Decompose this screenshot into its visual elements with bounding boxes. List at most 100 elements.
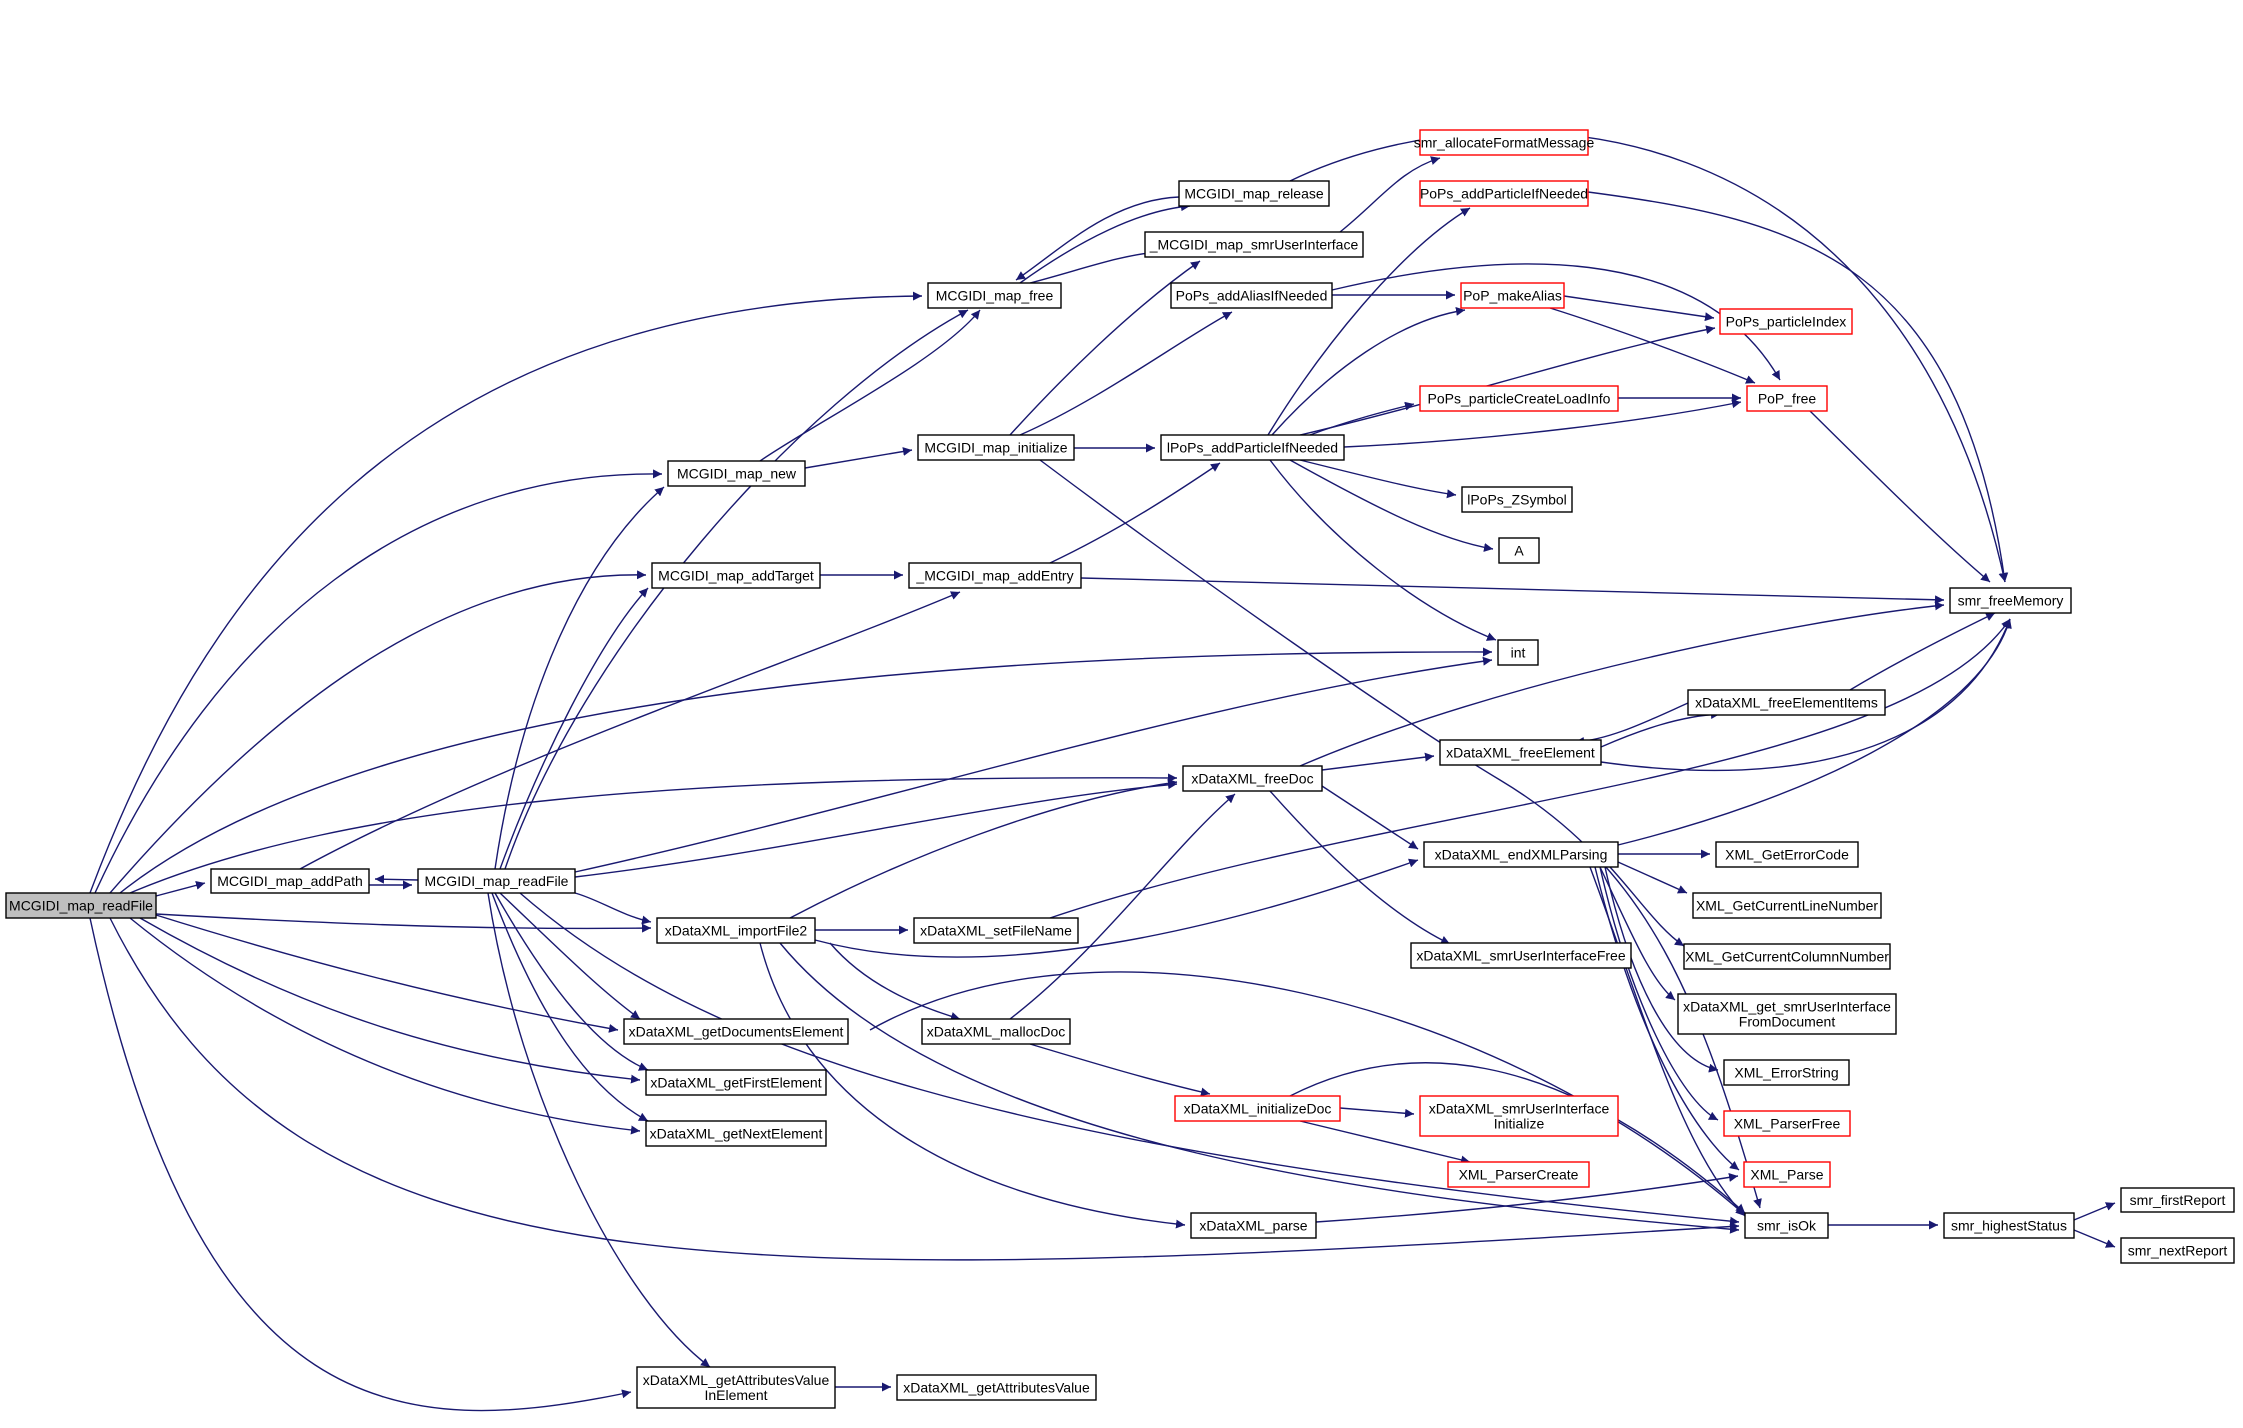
- node-label: A: [1514, 543, 1524, 559]
- node-box: [1723, 1059, 1850, 1086]
- function-node-xparse[interactable]: xDataXML_parse: [1190, 1212, 1317, 1239]
- node-label: MCGIDI_map_readFile: [425, 873, 569, 889]
- node-label: xDataXML_freeElementItems: [1695, 695, 1878, 711]
- node-box: [908, 562, 1082, 589]
- node-label: xDataXML_parse: [1199, 1218, 1307, 1234]
- function-node-firstRep[interactable]: smr_firstReport: [2120, 1187, 2235, 1213]
- function-node-nextRep[interactable]: smr_nextReport: [2120, 1237, 2235, 1264]
- function-node-addEntry[interactable]: _MCGIDI_map_addEntry: [908, 562, 1082, 589]
- function-node-map_release[interactable]: MCGIDI_map_release: [1178, 180, 1330, 207]
- function-node-pIndex[interactable]: PoPs_particleIndex: [1719, 308, 1853, 335]
- function-node-freeItems[interactable]: xDataXML_freeElementItems: [1687, 689, 1886, 716]
- node-box: [623, 1018, 849, 1045]
- node-label: PoPs_particleIndex: [1726, 314, 1847, 330]
- call-edge-root-to-addTarget: [109, 570, 647, 894]
- node-box: [1746, 385, 1828, 412]
- node-label: MCGIDI_map_new: [677, 466, 797, 482]
- function-node-map_free[interactable]: MCGIDI_map_free: [927, 282, 1062, 309]
- node-label: XML_GetCurrentLineNumber: [1696, 898, 1878, 914]
- function-node-highest[interactable]: smr_highestStatus: [1943, 1212, 2075, 1239]
- call-edge-import2-to-mallocDoc: [829, 942, 961, 1021]
- function-node-makeAlias[interactable]: PoP_makeAlias: [1460, 282, 1565, 309]
- function-node-root[interactable]: MCGIDI_map_readFile: [5, 892, 157, 919]
- node-box: [896, 1374, 1097, 1401]
- call-edge-root-to-map_free: [89, 291, 923, 894]
- function-node-colNum[interactable]: XML_GetCurrentColumnNumber: [1683, 943, 1891, 970]
- function-node-xmlParse[interactable]: XML_Parse: [1743, 1161, 1831, 1188]
- call-edge-root-to-getDocs: [155, 914, 619, 1033]
- node-box: [1144, 231, 1364, 258]
- function-node-readFile2[interactable]: MCGIDI_map_readFile: [417, 868, 576, 894]
- function-node-lineNum[interactable]: XML_GetCurrentLineNumber: [1692, 892, 1882, 919]
- node-label: XML_Parse: [1750, 1167, 1823, 1183]
- call-edge-lpops-to-popsAdd: [1267, 207, 1471, 436]
- function-node-getErr[interactable]: XML_GetErrorCode: [1715, 841, 1859, 868]
- function-node-createLoad[interactable]: PoPs_particleCreateLoadInfo: [1419, 385, 1619, 412]
- function-node-endParse[interactable]: xDataXML_endXMLParsing: [1423, 841, 1619, 868]
- function-node-addTarget[interactable]: MCGIDI_map_addTarget: [651, 562, 821, 589]
- node-box: [1719, 308, 1853, 335]
- call-edge-lpops-to-int: [1269, 459, 1497, 641]
- call-edge-lpops-to-createLoad: [1309, 401, 1415, 436]
- function-node-initDoc[interactable]: xDataXML_initializeDoc: [1174, 1095, 1341, 1122]
- function-node-popFree[interactable]: PoP_free: [1746, 385, 1828, 412]
- node-box: [2120, 1237, 2235, 1264]
- function-node-zsym[interactable]: lPoPs_ZSymbol: [1461, 486, 1573, 513]
- node-label: _MCGIDI_map_smrUserInterface: [1149, 237, 1359, 253]
- function-node-setFile[interactable]: xDataXML_setFileName: [913, 917, 1079, 944]
- function-node-errStr[interactable]: XML_ErrorString: [1723, 1059, 1850, 1086]
- function-node-import2[interactable]: xDataXML_importFile2: [656, 917, 816, 944]
- node-box: [1692, 892, 1882, 919]
- function-node-A[interactable]: A: [1498, 537, 1540, 564]
- call-edge-endParse-to-freeMem: [1617, 618, 2012, 846]
- node-box: [1744, 1212, 1829, 1239]
- function-node-getNext[interactable]: xDataXML_getNextElement: [645, 1120, 827, 1147]
- call-edge-addEntry-to-lpops: [1049, 462, 1221, 564]
- node-label: XML_ParserFree: [1734, 1116, 1841, 1132]
- call-edge-freeElem-to-freeItems: [1600, 709, 1721, 748]
- node-label: smr_highestStatus: [1951, 1218, 2067, 1234]
- function-node-popsAdd[interactable]: PoPs_addParticleIfNeeded: [1419, 180, 1589, 207]
- function-node-map_new[interactable]: MCGIDI_map_new: [667, 460, 806, 487]
- function-node-attrVal[interactable]: xDataXML_getAttributesValue: [896, 1374, 1097, 1401]
- function-node-getDocs[interactable]: xDataXML_getDocumentsElement: [623, 1018, 849, 1045]
- function-node-freeMem[interactable]: smr_freeMemory: [1949, 587, 2072, 614]
- function-node-parserFree[interactable]: XML_ParserFree: [1723, 1110, 1851, 1137]
- function-node-int[interactable]: int: [1497, 639, 1539, 666]
- node-box: [1419, 129, 1589, 156]
- node-label: xDataXML_smrUserInterface: [1429, 1101, 1610, 1117]
- function-node-aliasIf[interactable]: PoPs_addAliasIfNeeded: [1170, 282, 1333, 309]
- function-node-allocFmt[interactable]: smr_allocateFormatMessage: [1414, 129, 1595, 156]
- function-node-smrUIFree[interactable]: xDataXML_smrUserInterfaceFree: [1410, 942, 1632, 969]
- function-node-parserCreate[interactable]: XML_ParserCreate: [1447, 1161, 1590, 1188]
- function-node-lpops[interactable]: lPoPs_addParticleIfNeeded: [1160, 434, 1345, 461]
- function-node-isOk[interactable]: smr_isOk: [1744, 1212, 1829, 1239]
- call-edge-readFile2-to-map_new: [494, 486, 665, 870]
- node-box: [417, 868, 576, 894]
- function-node-mallocDoc[interactable]: xDataXML_mallocDoc: [921, 1018, 1071, 1045]
- call-edge-readFile2-to-addPath: [374, 874, 419, 884]
- function-node-freeElem[interactable]: xDataXML_freeElement: [1439, 739, 1602, 766]
- function-node-freeDoc[interactable]: xDataXML_freeDoc: [1182, 765, 1323, 792]
- call-edge-map_free-to-map_release: [1019, 202, 1191, 284]
- call-edge-map_init-to-smrUI: [1009, 260, 1201, 436]
- node-label: MCGIDI_map_initialize: [924, 440, 1067, 456]
- node-label: xDataXML_endXMLParsing: [1435, 847, 1608, 863]
- node-label: XML_GetErrorCode: [1725, 847, 1849, 863]
- function-node-addPath[interactable]: MCGIDI_map_addPath: [210, 868, 370, 894]
- call-edge-readFile2-to-addTarget: [499, 587, 649, 870]
- node-label: PoP_makeAlias: [1463, 288, 1562, 304]
- node-box: [921, 1018, 1071, 1045]
- function-node-smrUI[interactable]: _MCGIDI_map_smrUserInterface: [1144, 231, 1364, 258]
- node-label: MCGIDI_map_free: [936, 288, 1054, 304]
- function-node-getFirst[interactable]: xDataXML_getFirstElement: [645, 1069, 827, 1096]
- node-box: [1943, 1212, 2075, 1239]
- node-label: xDataXML_freeDoc: [1191, 771, 1313, 787]
- call-edge-import2-to-xparse: [759, 942, 1186, 1229]
- function-node-getSmr[interactable]: xDataXML_get_smrUserInterfaceFromDocumen…: [1677, 993, 1897, 1035]
- function-node-map_init[interactable]: MCGIDI_map_initialize: [917, 434, 1075, 461]
